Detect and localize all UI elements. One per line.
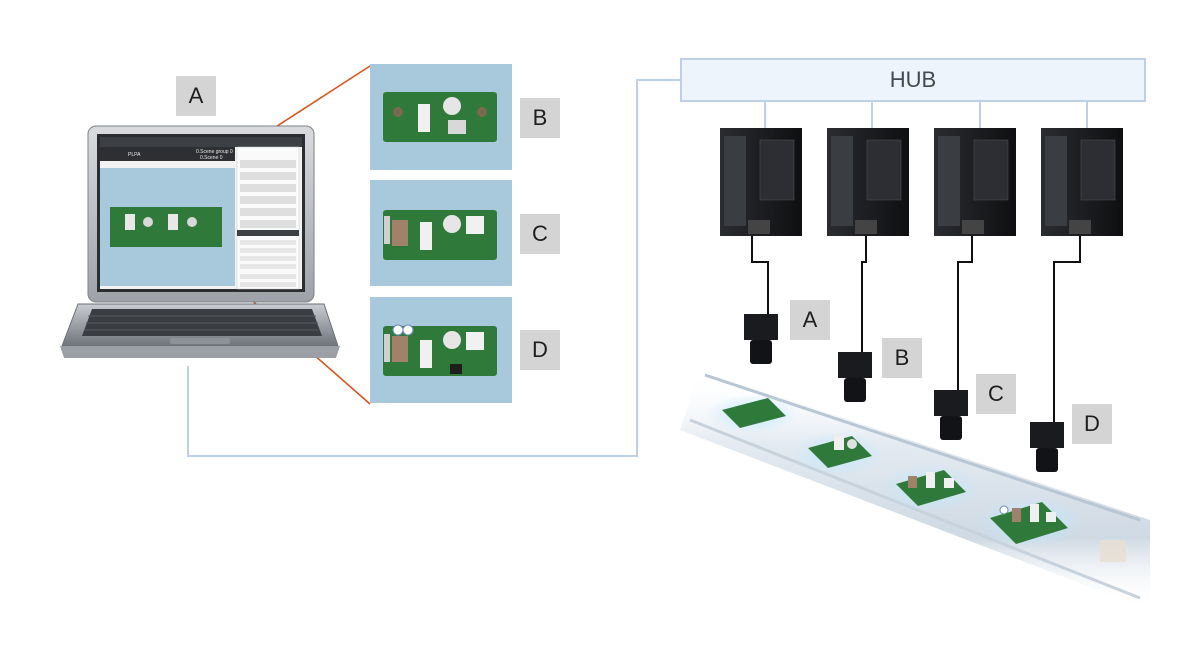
conveyor-board-3 xyxy=(896,470,966,506)
panel-b xyxy=(370,64,512,170)
controller-2 xyxy=(827,128,909,236)
hub-drop-lines xyxy=(764,102,1088,128)
conveyor-board-4 xyxy=(990,502,1068,544)
label-panel-c: C xyxy=(520,214,560,254)
label-panel-d: D xyxy=(520,330,560,370)
camera-d xyxy=(1030,422,1064,472)
hub-label: HUB xyxy=(889,67,937,92)
camera-cables xyxy=(751,236,1081,422)
camera-a xyxy=(744,314,778,364)
hub-box: HUB xyxy=(680,58,1146,102)
label-panel-b: B xyxy=(520,98,560,138)
label-camera-d: D xyxy=(1072,404,1112,444)
label-camera-c: C xyxy=(976,374,1016,414)
label-camera-b: B xyxy=(882,338,922,378)
screen-header-left: PLPA xyxy=(128,152,141,158)
network-cable xyxy=(187,79,680,457)
camera-c xyxy=(934,390,968,440)
controller-3 xyxy=(934,128,1016,236)
controller-4 xyxy=(1041,128,1123,236)
label-pc-a: A xyxy=(176,76,216,116)
screen-header-right-1: 0.Scene group 0 xyxy=(196,149,233,155)
screen-header-right-2: 0.Scene 0 xyxy=(200,155,223,161)
panel-d xyxy=(370,297,512,403)
conveyor-board-2 xyxy=(808,436,872,468)
laptop: PLPA 0.Scene group 0 0.Scene 0 xyxy=(60,125,340,358)
conveyor xyxy=(680,370,1150,610)
label-camera-a: A xyxy=(790,300,830,340)
conveyor-board-1 xyxy=(722,398,786,428)
panel-c xyxy=(370,180,512,286)
camera-b xyxy=(838,352,872,402)
controller-1 xyxy=(720,128,802,236)
